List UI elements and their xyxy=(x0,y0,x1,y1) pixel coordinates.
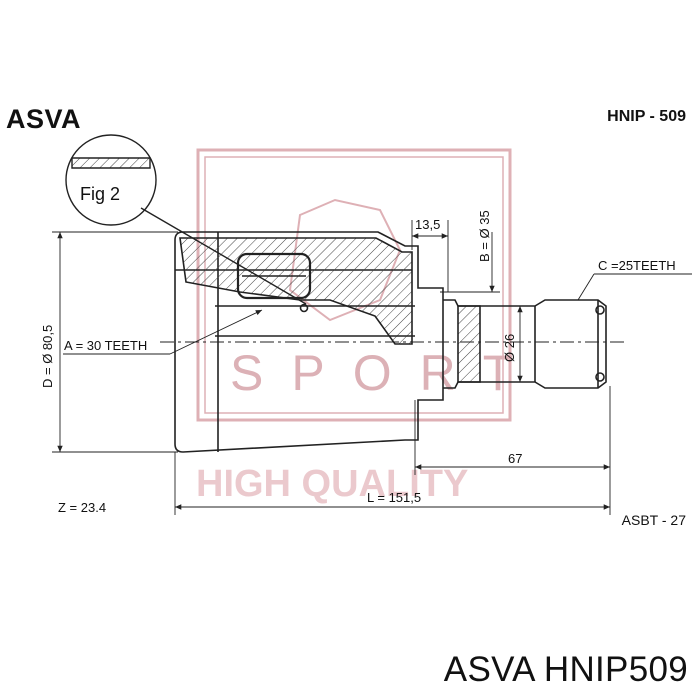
shaft-hatch xyxy=(457,305,481,383)
dimensions xyxy=(52,220,692,515)
dim-a-leader xyxy=(169,309,263,355)
dim-c-leader xyxy=(577,273,595,301)
dim-c-label: C =25TEETH xyxy=(598,258,676,273)
dim-67-label: 67 xyxy=(508,451,522,466)
detail-circle xyxy=(65,134,157,226)
dim-b-label: B = Ø 35 xyxy=(477,210,492,262)
watermark-tagline: HIGH QUALITY xyxy=(196,463,468,505)
shaft-groove-top xyxy=(595,305,605,315)
shaft-groove-bottom xyxy=(595,372,605,382)
part-number: HNIP - 509 xyxy=(607,108,686,125)
detail-hatch xyxy=(71,157,151,169)
dim-a-label: A = 30 TEETH xyxy=(64,338,147,353)
detail-label: Fig 2 xyxy=(80,184,120,204)
dim-z-label: Z = 23.4 xyxy=(58,500,106,515)
tripod-roller xyxy=(236,252,312,300)
detail-leader xyxy=(140,207,307,305)
housing-outline xyxy=(174,231,444,453)
product-caption: ASVA HNIP509 xyxy=(443,650,688,689)
dim-l-label: L = 151,5 xyxy=(367,490,421,505)
dim-inner-label: Ø 26 xyxy=(502,334,517,362)
watermark-word: SPORT xyxy=(230,345,541,401)
dim-135-label: 13,5 xyxy=(415,217,440,232)
dim-d-label: D = Ø 80,5 xyxy=(40,325,55,388)
brand-logo: ASVA xyxy=(6,104,82,134)
catalog-code: ASBT - 27 xyxy=(621,512,686,528)
detail-callout xyxy=(65,134,307,305)
tripod-center xyxy=(299,303,309,313)
